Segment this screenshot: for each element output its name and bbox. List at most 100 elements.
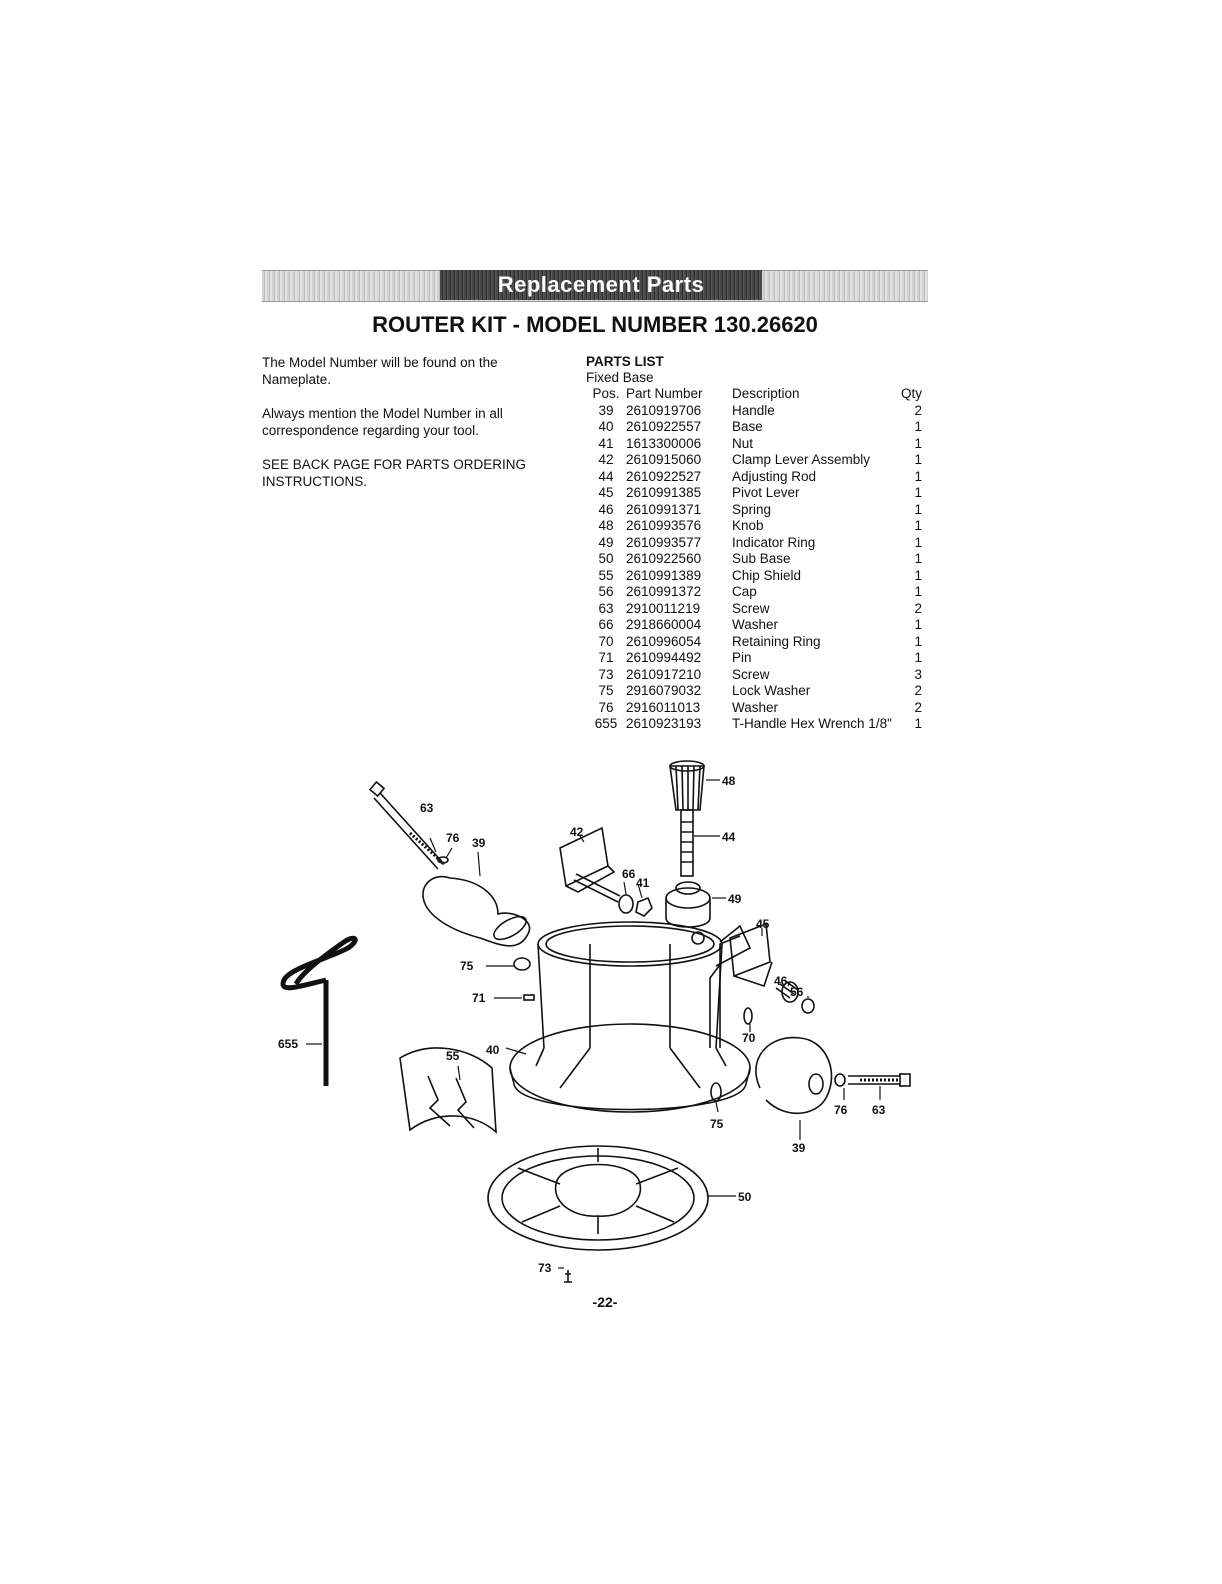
part-position: 39 (598, 402, 614, 418)
washer-top-drawing (437, 856, 449, 864)
part-number: 2610923193 (626, 716, 702, 731)
clamp-lever-drawing (559, 826, 621, 903)
part-description: Chip Shield (732, 567, 802, 583)
part-qty: 2 (914, 699, 922, 715)
retaining-ring-drawing (743, 1007, 753, 1025)
part-description: Screw (732, 666, 770, 682)
part-position: 48 (598, 518, 614, 533)
part-position: 49 (598, 534, 614, 550)
part-qty: 1 (914, 567, 922, 583)
parts-table-header: Pos. Part Number Description Qty (586, 386, 922, 403)
part-position: 55 (598, 567, 614, 583)
col-pos-header: Pos. (592, 386, 620, 401)
screw-bottom-drawing (848, 1073, 911, 1087)
callout-73: 73 (538, 1261, 552, 1275)
callout-71: 71 (472, 991, 486, 1005)
part-qty: 2 (914, 402, 922, 418)
callout-76-top: 76 (446, 831, 460, 845)
header-banner-highlight (440, 270, 762, 300)
part-qty: 1 (914, 617, 922, 632)
part-number: 2610993577 (626, 534, 702, 550)
chip-shield-drawing (399, 1047, 497, 1134)
part-qty: 1 (914, 584, 922, 599)
pin-71-drawing (523, 994, 535, 1001)
intro-paragraph-model-location: The Model Number will be found on the Na… (262, 355, 498, 387)
part-position: 70 (598, 633, 614, 649)
part-position: 75 (598, 683, 614, 698)
part-description: Clamp Lever Assembly (732, 452, 871, 467)
part-number: 2610993576 (626, 518, 702, 533)
parts-list-heading: PARTS LIST (586, 354, 664, 369)
part-qty: 2 (914, 683, 922, 698)
part-description: Retaining Ring (732, 633, 821, 649)
parts-table: Pos. Part Number Description Qty 39 26109… (586, 386, 922, 733)
adjusting-rod-drawing (680, 809, 694, 877)
part-number: 1613300006 (626, 435, 702, 451)
callout-46: 46 (774, 974, 788, 988)
part-description: Pivot Lever (732, 485, 800, 500)
part-description: Washer (732, 699, 779, 715)
screw-top-drawing (368, 780, 446, 870)
knob-drawing (669, 760, 705, 811)
part-description: Washer (732, 617, 779, 632)
parts-list-subheading: Fixed Base (586, 370, 654, 385)
callout-655: 655 (278, 1037, 298, 1051)
part-qty: 1 (914, 534, 922, 550)
part-description: Lock Washer (732, 683, 811, 698)
part-qty: 1 (914, 501, 922, 517)
part-qty: 1 (914, 716, 922, 731)
part-description: Indicator Ring (732, 534, 816, 550)
part-number: 2916079032 (626, 683, 702, 698)
col-qty-header: Qty (900, 386, 922, 401)
part-qty: 1 (914, 551, 922, 566)
intro-paragraph-correspondence: Always mention the Model Number in all c… (262, 406, 503, 438)
callout-39-bottom: 39 (792, 1141, 806, 1155)
part-description: Base (732, 419, 763, 434)
part-qty: 1 (914, 452, 922, 467)
part-number: 2610919706 (626, 402, 702, 418)
part-number: 2610922527 (626, 468, 702, 484)
parts-table-row: 45 2610991385 Pivot Lever 1 (586, 485, 922, 502)
callout-49: 49 (728, 892, 742, 906)
lock-washer-75-drawing (513, 957, 531, 971)
part-number: 2910011219 (626, 600, 701, 616)
pivot-lever-drawing (729, 922, 773, 988)
part-description: Pin (732, 650, 752, 665)
part-position: 45 (598, 485, 614, 500)
hex-wrench-drawing (280, 935, 358, 1086)
part-position: 71 (598, 650, 614, 665)
part-description: Cap (732, 584, 757, 599)
callout-66: 66 (622, 867, 636, 881)
part-qty: 1 (914, 650, 922, 665)
nut-41-drawing (635, 896, 653, 917)
part-number: 2916011013 (626, 699, 701, 715)
part-position: 76 (598, 699, 614, 715)
part-description: Nut (732, 435, 754, 451)
part-position: 655 (594, 716, 618, 731)
part-number: 2610991385 (626, 485, 702, 500)
sub-base-drawing (487, 1145, 709, 1251)
col-description-header: Description (732, 386, 800, 401)
callout-56: 56 (790, 985, 804, 999)
indicator-ring-drawing (665, 881, 711, 928)
leader-lines (306, 779, 881, 1269)
callout-75: 75 (460, 959, 474, 973)
part-qty: 1 (914, 485, 922, 500)
part-number: 2610922560 (626, 551, 702, 566)
part-description: Knob (732, 518, 764, 533)
part-position: 46 (598, 501, 614, 517)
part-number: 2610922557 (626, 419, 702, 434)
callout-44: 44 (722, 830, 736, 844)
part-position: 44 (598, 468, 614, 484)
callout-40: 40 (486, 1043, 500, 1057)
callout-70: 70 (742, 1031, 756, 1045)
part-number: 2610991371 (626, 501, 702, 517)
